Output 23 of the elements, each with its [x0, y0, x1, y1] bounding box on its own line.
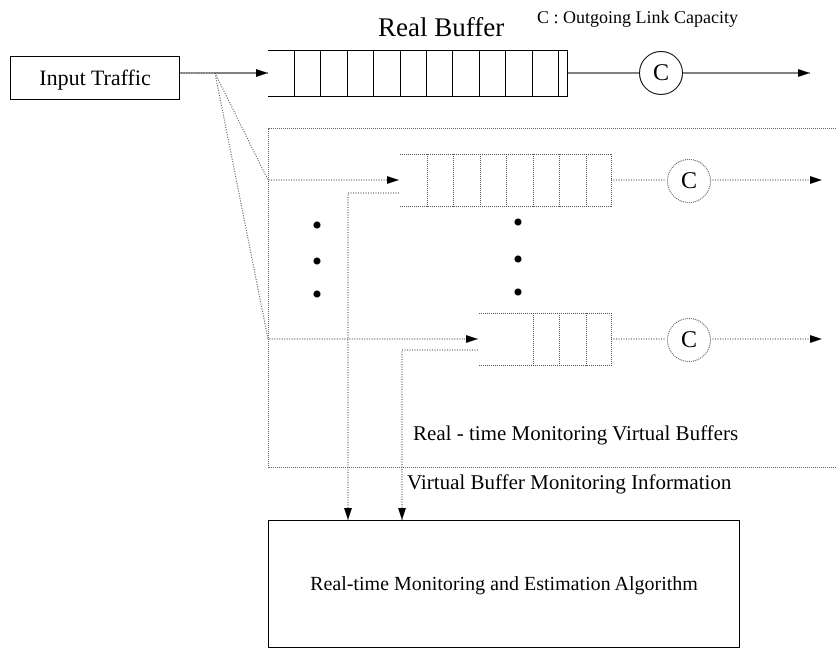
- arrow: [344, 192, 400, 520]
- capacity-symbol: C: [652, 61, 669, 85]
- caption-note: C : Outgoing Link Capacity: [537, 8, 738, 26]
- connector-line: [610, 338, 666, 340]
- process-box: [268, 520, 740, 648]
- arrow: [710, 176, 822, 184]
- process-box: [10, 56, 180, 100]
- buffer-queue: [479, 313, 612, 366]
- box-label: Real-time Monitoring and Estimation Algorithm: [310, 574, 698, 594]
- capacity-symbol: C: [680, 169, 697, 193]
- arrow: [682, 69, 810, 77]
- edge-label: Virtual Buffer Monitoring Information: [407, 472, 732, 493]
- arrow: [710, 335, 822, 343]
- arrow: [180, 69, 268, 77]
- box-label: Input Traffic: [39, 67, 151, 89]
- capacity-circle: [639, 51, 683, 95]
- virtual-buffers-panel: [268, 128, 837, 468]
- connector-line: [568, 72, 640, 74]
- panel-title: Real - time Monitoring Virtual Buffers: [413, 423, 738, 444]
- buffer-queue: [400, 154, 612, 207]
- buffer-title: Real Buffer: [378, 14, 504, 41]
- capacity-symbol: C: [680, 328, 697, 352]
- arrow: [398, 350, 478, 520]
